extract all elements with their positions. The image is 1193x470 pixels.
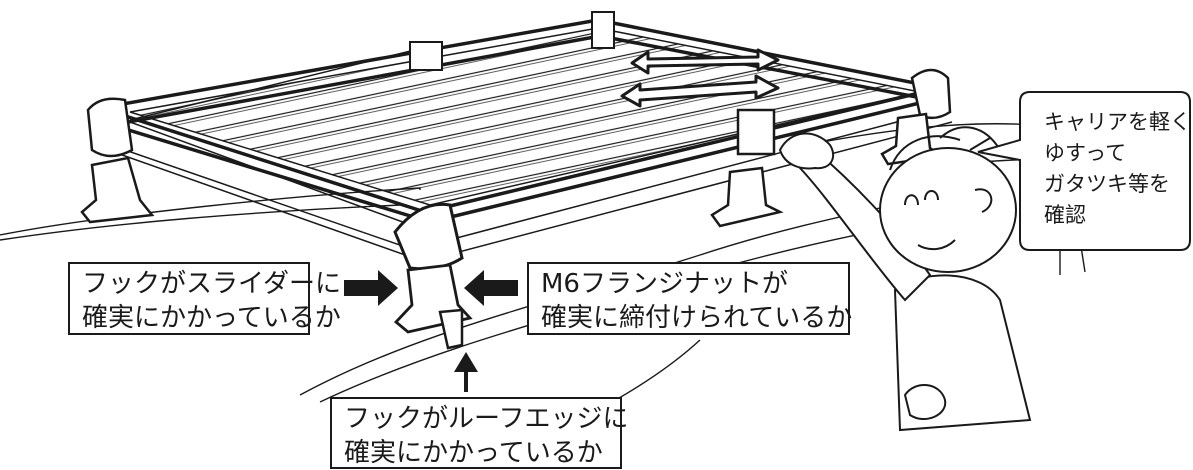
boy-head [879,147,1017,273]
callout-slider-hook: フックがスライダーに 確実にかかっているか [68,262,341,335]
side-joint [736,108,776,156]
boy-hand [778,132,835,170]
boy-eye [924,190,939,201]
foot-front-left [80,156,155,224]
boy-mouth [917,239,956,251]
top-joint [591,11,615,49]
boy-eye [904,194,919,206]
callout-slider-hook-line1: フックがスライダーに [82,269,341,299]
roof-edge-hook [438,308,464,350]
boy-ear [974,188,993,213]
speech-bubble-text: キャリアを軽く ゆすって ガタツキ等を 確認 [1044,107,1191,231]
shake-arrows [620,48,780,108]
foot-rear-middle [710,166,784,228]
arrow-to-slider-hook [344,270,398,306]
front-left-end-cap [86,97,134,158]
speech-bubble [977,91,1191,251]
callout-flange-nut-line1: M6フランジナットが [541,269,788,299]
boy-fist [903,384,947,420]
shake-arrow-upper [630,48,780,75]
speech-line1: キャリアを軽く [1044,110,1191,134]
boy-hair [889,126,1001,171]
pointer-arrows [344,270,518,392]
callout-roof-edge-hook: フックがルーフエッジに 確実にかかっているか [330,397,629,469]
boy-figure [778,126,1032,432]
callout-flange-nut: M6フランジナットが 確実に締付けられているか [527,262,853,335]
callout-slider-hook-line2: 確実にかかっているか [82,303,341,333]
speech-line2: ゆすって [1044,141,1127,165]
speech-line3: ガタツキ等を [1044,172,1170,196]
callout-roof-edge-hook-line1: フックがルーフエッジに [344,404,629,434]
rear-right-end-cap [910,68,952,120]
roof-carrier [80,11,953,350]
callout-roof-edge-hook-line2: 確実にかかっているか [344,438,603,468]
top-joint [409,41,443,71]
arrow-to-roof-edge-hook [454,352,478,392]
speech-line4: 確認 [1044,203,1086,227]
carrier-deck [129,27,921,206]
shake-arrow-lower [620,74,780,108]
callout-flange-nut-line2: 確実に締付けられているか [541,303,853,333]
arrow-to-flange-nut [464,270,518,306]
